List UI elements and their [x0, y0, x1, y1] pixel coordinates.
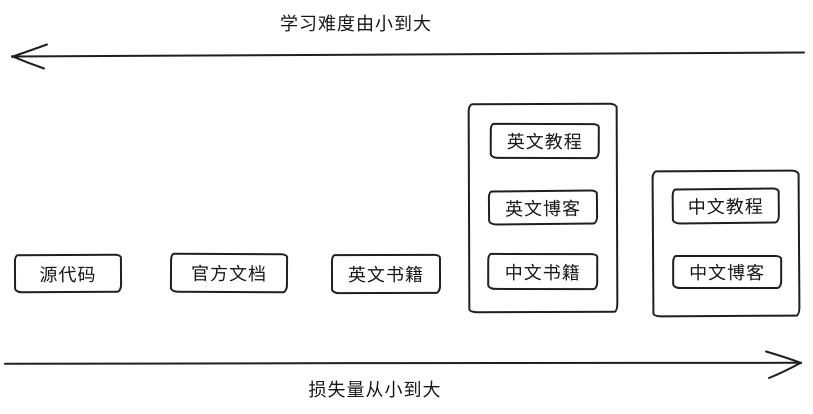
group-chinese-resources: 中文教程 中文博客 — [651, 169, 801, 318]
box-chinese-blogs: 中文博客 — [672, 254, 783, 290]
box-english-books: 英文书籍 — [330, 253, 442, 295]
bottom-axis-label: 损失量从小到大 — [308, 380, 442, 400]
top-axis-label: 学习难度由小到大 — [280, 14, 432, 34]
box-english-tutorials: 英文教程 — [489, 122, 600, 160]
box-official-docs: 官方文档 — [169, 252, 289, 294]
box-english-books-label: 英文书籍 — [347, 264, 425, 286]
box-english-blogs: 英文博客 — [487, 189, 599, 226]
box-official-docs-label: 官方文档 — [190, 263, 268, 285]
box-chinese-books-label: 中文书籍 — [504, 262, 581, 283]
left-arrow — [11, 43, 805, 70]
group-english-and-chinese-books: 英文教程 英文博客 中文书籍 — [467, 102, 619, 314]
box-english-blogs-label: 英文博客 — [504, 198, 582, 219]
box-source-code-label: 源代码 — [39, 264, 97, 285]
box-chinese-blogs-label: 中文博客 — [689, 262, 766, 284]
box-source-code: 源代码 — [13, 253, 123, 294]
box-chinese-tutorials-label: 中文教程 — [687, 196, 764, 218]
box-chinese-books: 中文书籍 — [487, 252, 599, 291]
right-arrow — [4, 350, 802, 379]
box-chinese-tutorials: 中文教程 — [671, 187, 780, 225]
box-english-tutorials-label: 英文教程 — [506, 131, 583, 153]
